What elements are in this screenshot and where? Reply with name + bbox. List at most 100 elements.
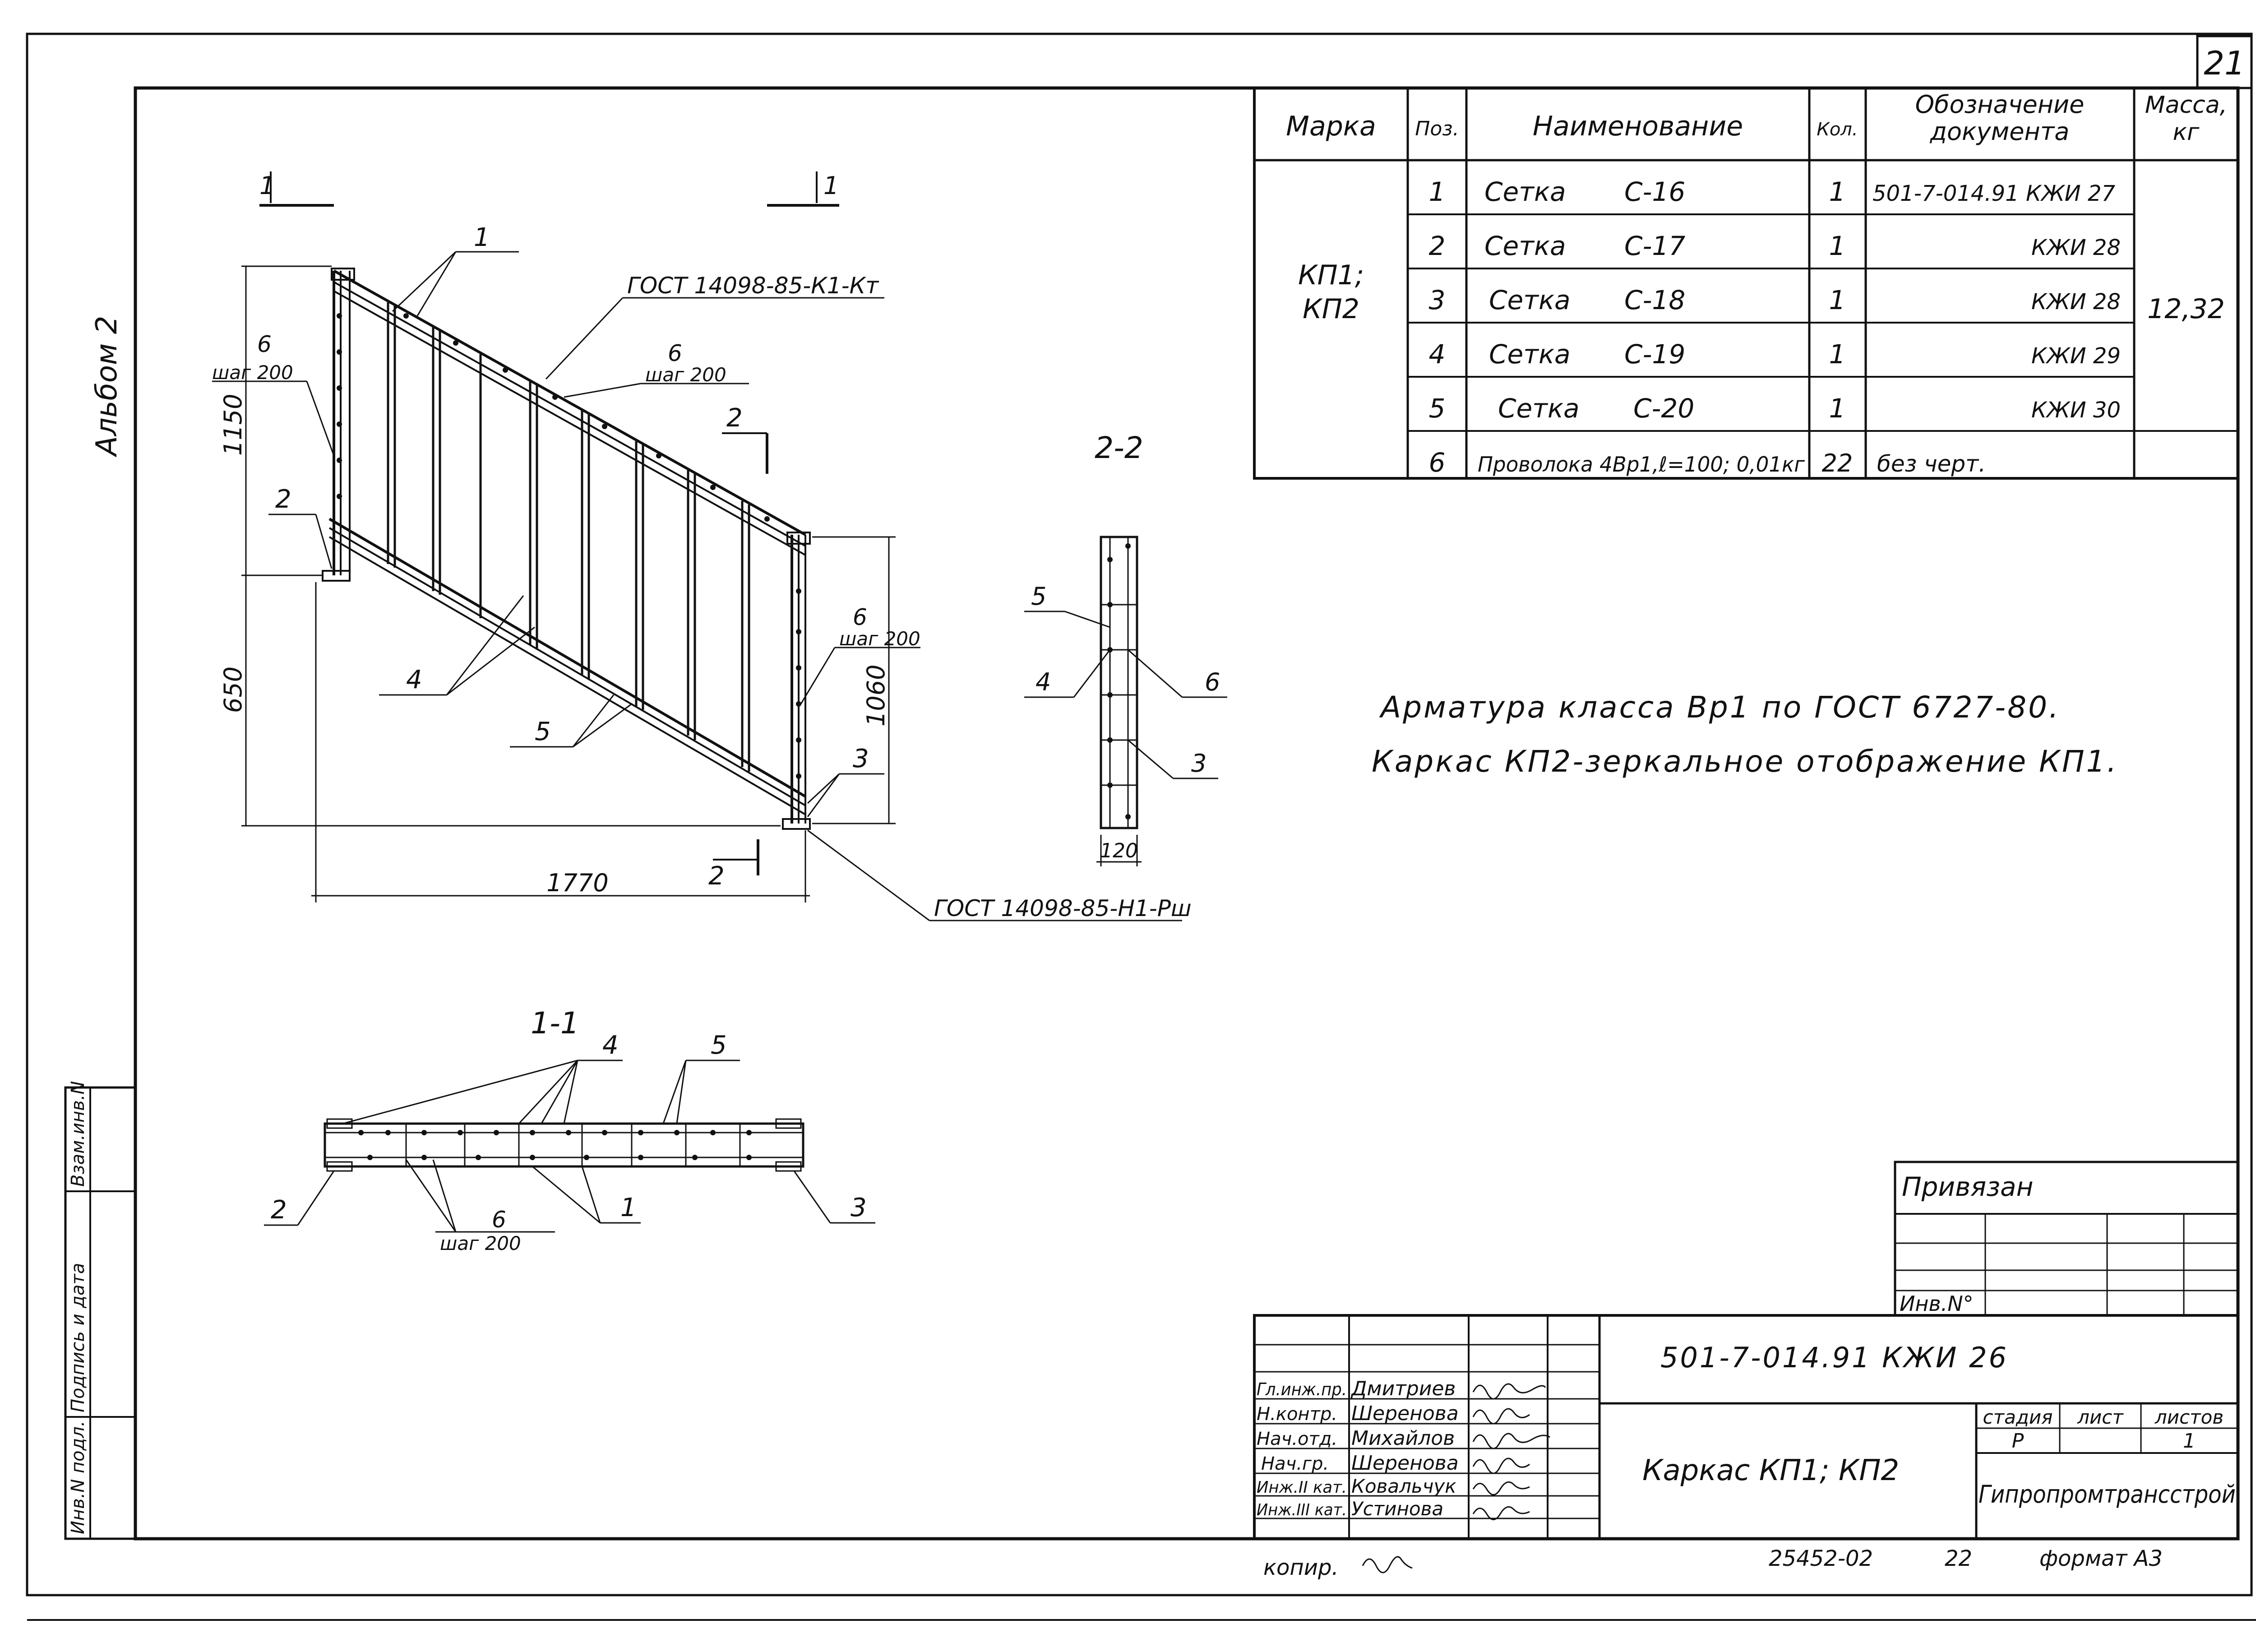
mass-value: 12,32 — [2147, 293, 2225, 325]
footer: копир. 25452-02 22 формат А3 — [1263, 1546, 2163, 1580]
row2-doc: КЖИ 28 — [2031, 235, 2121, 260]
sheet-frame: 21 — [26, 32, 2256, 1621]
row4-pos: 4 — [1429, 339, 1446, 370]
side-stamp: Инв.N подл. Подпись и дата Взам.инв.N — [64, 1081, 137, 1540]
sheet-header: лист — [2077, 1406, 2124, 1428]
sig6-role: Инж.III кат. — [1257, 1501, 1347, 1519]
sig2-role: Н.контр. — [1257, 1404, 1337, 1425]
callouts-main: ГОСТ 14098-85-К1-Кт ГОСТ 14098-85-Н1-Рш … — [212, 223, 1192, 921]
org-name: Гипропромтрансстрой — [1979, 1480, 2236, 1509]
sig6-name: Устинова — [1351, 1498, 1443, 1520]
step-sec11: шаг 200 — [440, 1232, 521, 1254]
hdr-name: Наименование — [1533, 111, 1743, 142]
hdr-doc-2: документа — [1930, 117, 2070, 146]
step-left: шаг 200 — [212, 361, 293, 384]
sig3-name: Михайлов — [1351, 1427, 1455, 1450]
row5-name: Сетка — [1498, 393, 1580, 424]
sig1-name: Дмитриев — [1350, 1377, 1456, 1400]
callout-6-right: 6 — [853, 604, 867, 630]
frame-elevation — [322, 268, 811, 830]
row2-pos: 2 — [1429, 231, 1446, 261]
row1-qty: 1 — [1829, 176, 1846, 207]
sig3-role: Нач.отд. — [1257, 1429, 1337, 1449]
hdr-mark: Марка — [1286, 111, 1376, 142]
sheets-value: 1 — [2183, 1430, 2196, 1453]
mark-line-1: КП1; — [1298, 259, 1364, 291]
dim-650: 650 — [219, 666, 247, 713]
row1-pos: 1 — [1429, 176, 1446, 207]
row4-doc: КЖИ 29 — [2031, 343, 2121, 369]
doc-code: 501-7-014.91 КЖИ 26 — [1660, 1341, 2008, 1374]
row4-qty: 1 — [1829, 339, 1846, 370]
callout-1-sec11: 1 — [620, 1193, 637, 1222]
dim-1770: 1770 — [546, 869, 608, 897]
row2-code: С-17 — [1624, 231, 1685, 261]
callout-5-main: 5 — [535, 717, 551, 746]
callout-3-sec11: 3 — [851, 1193, 867, 1222]
callout-5-sec22: 5 — [1031, 582, 1046, 611]
stage-header: стадия — [1983, 1406, 2053, 1428]
row3-code: С-18 — [1624, 285, 1685, 315]
section-11-marker-right: 1 — [823, 171, 839, 200]
archive-sheet: 22 — [1945, 1546, 1972, 1571]
hdr-mass-2: кг — [2173, 119, 2200, 146]
row5-pos: 5 — [1429, 393, 1446, 424]
callout-6-left: 6 — [257, 331, 272, 357]
title-block: Гл.инж.пр. Дмитриев Н.контр. Шеренова На… — [1253, 1314, 2239, 1573]
section-markers: 1 1 2 2 — [259, 171, 839, 891]
mark-line-2: КП2 — [1303, 293, 1359, 325]
dim-1150: 1150 — [219, 394, 247, 456]
side-stamp-inv: Инв.N подл. — [68, 1421, 88, 1534]
sheets-header: листов — [2154, 1406, 2224, 1428]
callout-2-sec11: 2 — [271, 1195, 287, 1225]
callout-4-sec22: 4 — [1036, 668, 1051, 696]
section-11-dots — [358, 1130, 752, 1160]
section-22-title: 2-2 — [1095, 430, 1143, 465]
callout-3-sec22: 3 — [1191, 749, 1207, 777]
privyazan-block: Привязан Инв.N° — [1894, 1161, 2239, 1317]
kopir-label: копир. — [1263, 1555, 1339, 1580]
sig4-role: Нач.гр. — [1261, 1453, 1329, 1474]
row1-code: С-16 — [1624, 176, 1685, 207]
side-stamp-sign: Подпись и дата — [68, 1263, 88, 1412]
row2-name: Сетка — [1484, 231, 1566, 261]
section-22-marker-bottom: 2 — [708, 861, 725, 891]
callout-6-top: 6 — [668, 340, 682, 366]
note-1: Арматура класса Вр1 по ГОСТ 6727-80. — [1379, 690, 2060, 725]
signature-scribbles — [1362, 1383, 1550, 1573]
callout-4-sec11: 4 — [602, 1031, 619, 1060]
dimensions-main: 1150 650 1060 1770 — [219, 265, 896, 902]
row6-pos: 6 — [1429, 447, 1446, 478]
callout-2-main: 2 — [275, 485, 291, 514]
inv-no-label: Инв.N° — [1900, 1291, 1974, 1316]
gost-top-label: ГОСТ 14098-85-К1-Кт — [627, 273, 879, 299]
callout-5-sec11: 5 — [711, 1031, 727, 1060]
row6-doc: без черт. — [1877, 451, 1986, 477]
row1-name: Сетка — [1484, 176, 1566, 207]
web-bars — [387, 302, 750, 772]
album-label: Альбом 2 — [90, 316, 124, 458]
step-right: шаг 200 — [839, 628, 920, 650]
page-number: 21 — [2204, 44, 2245, 82]
hdr-mass-1: Масса, — [2145, 92, 2227, 119]
wire-dots — [337, 313, 801, 779]
section-22: 2-2 120 5 4 6 3 — [1024, 430, 1227, 866]
row3-name: Сетка — [1489, 285, 1571, 315]
sig1-role: Гл.инж.пр. — [1257, 1379, 1347, 1399]
section-11: 1-1 4 5 2 — [264, 1006, 875, 1254]
callout-6-sec22: 6 — [1205, 668, 1220, 696]
row5-doc: КЖИ 30 — [2031, 398, 2121, 423]
section-11-marker-left: 1 — [259, 171, 275, 200]
row5-code: С-20 — [1633, 393, 1694, 424]
row3-pos: 3 — [1429, 285, 1446, 315]
step-top: шаг 200 — [645, 364, 726, 386]
hdr-doc-1: Обозначение — [1915, 90, 2085, 119]
section-11-title: 1-1 — [531, 1006, 579, 1041]
format-label: формат А3 — [2039, 1546, 2163, 1571]
privyazan-label: Привязан — [1902, 1171, 2034, 1202]
callout-6-sec11: 6 — [492, 1207, 506, 1233]
spec-table: Марка Поз. Наименование Кол. Обозначение… — [1253, 87, 2239, 480]
row4-name: Сетка — [1489, 339, 1571, 370]
sig2-name: Шеренова — [1351, 1402, 1459, 1425]
